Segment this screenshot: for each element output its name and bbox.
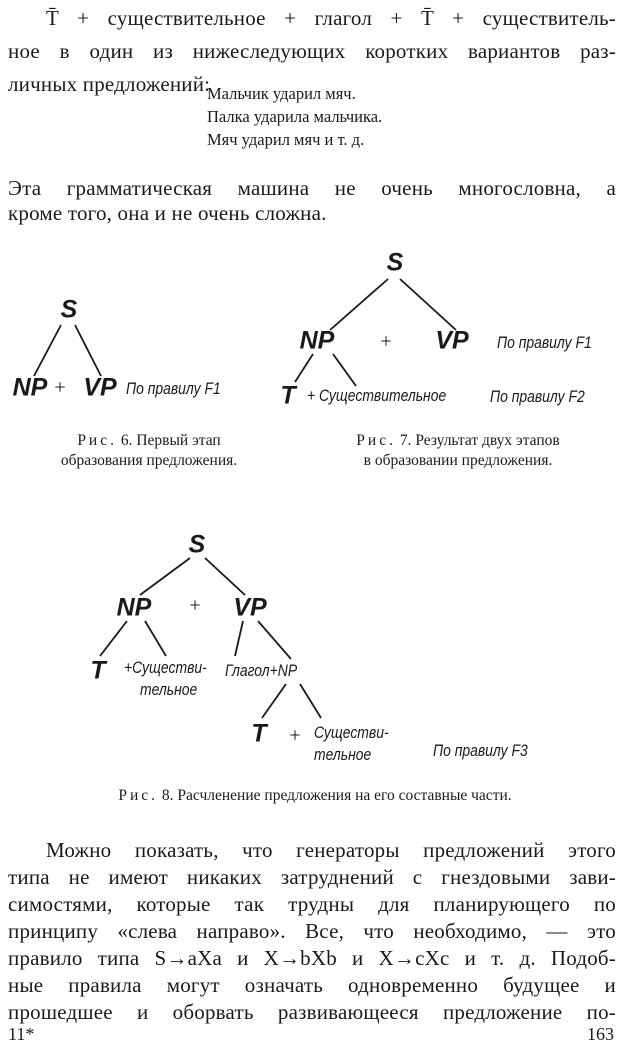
tree-node-noun: тельное — [140, 680, 198, 699]
text-line: кроме того, она и не очень сложна. — [8, 201, 327, 225]
page-number: 163 — [587, 1024, 614, 1044]
tree-node-noun: +Существи- — [124, 658, 207, 677]
tree-node-vp: VP — [233, 593, 267, 622]
tree-node-t: T — [90, 656, 106, 685]
rule-label: По правилу F1 — [497, 333, 592, 352]
example: Мяч ударил мяч и т. д. — [207, 130, 365, 149]
text-line: принципу «слева направо». Все, что необх… — [8, 919, 616, 943]
rule-label: По правилу F1 — [126, 379, 221, 398]
tree-node-verb-np: Глагол+NP — [225, 661, 298, 680]
text-line: Эта грамматическая машина не очень много… — [8, 176, 616, 200]
caption-prefix: Рис. — [118, 787, 159, 804]
text-line: типа не имеют никаких затруднений с гнез… — [8, 865, 616, 889]
example: Палка ударила мальчика. — [207, 107, 383, 126]
caption-text: образования предложения. — [60, 452, 238, 469]
tree-node-t: T — [251, 719, 267, 748]
figure-caption: Рис. 8. Расчленение предложения на его с… — [0, 786, 620, 806]
caption-text: 6. Первый этап — [120, 432, 221, 449]
plus-sign: + — [189, 594, 201, 617]
tree-node-s: S — [188, 530, 206, 559]
tree-node-noun: + Существительное — [307, 386, 447, 405]
caption-text: 8. Расчленение предложения на его состав… — [161, 787, 512, 804]
text-line: ное в один из нижеследующих коротких вар… — [8, 39, 616, 63]
caption-text: в образовании предложения. — [363, 452, 553, 469]
plus-sign: + — [289, 724, 301, 747]
plus-sign: + — [380, 330, 392, 353]
tree-node-noun: Существи- — [314, 723, 389, 742]
plus-sign: + — [54, 376, 66, 399]
figure-caption: Рис. 7. Результат двух этапов в образован… — [308, 431, 608, 471]
tree-node-np: NP — [12, 373, 48, 402]
text-line: ные правила могут означать одновременно … — [8, 973, 616, 997]
tree-node-np: NP — [116, 593, 152, 622]
tree-node-s: S — [386, 248, 404, 277]
caption-text: 7. Результат двух этапов — [399, 432, 560, 449]
caption-prefix: Рис. — [77, 432, 117, 449]
tree-node-noun: тельное — [314, 745, 372, 764]
tree-node-t: T — [280, 381, 296, 410]
text-line: личных предложений: — [8, 72, 211, 96]
text-line: правило типа S→aXa и X→bXb и X→cXc и т. … — [8, 946, 616, 970]
tree-node-vp: VP — [83, 373, 117, 402]
signature-mark: 11* — [8, 1024, 35, 1044]
rule-label: По правилу F2 — [490, 387, 585, 406]
text-line: Можно показать, что генераторы предложен… — [46, 838, 616, 862]
tree-node-vp: VP — [435, 326, 469, 355]
example: Мальчик ударил мяч. — [207, 84, 356, 103]
figure-caption: Рис. 6. Первый этап образования предложен… — [46, 431, 252, 471]
tree-node-s: S — [60, 295, 78, 324]
text-line: симостями, которые так трудны для планир… — [8, 892, 616, 916]
tree-node-np: NP — [299, 326, 335, 355]
caption-prefix: Рис. — [356, 432, 396, 449]
text-line: T̄ + существительное + глагол + T̄ + сущ… — [46, 6, 616, 30]
rule-label: По правилу F3 — [433, 741, 528, 760]
text-line: прошедшее и оборвать развивающееся предл… — [8, 1000, 616, 1024]
